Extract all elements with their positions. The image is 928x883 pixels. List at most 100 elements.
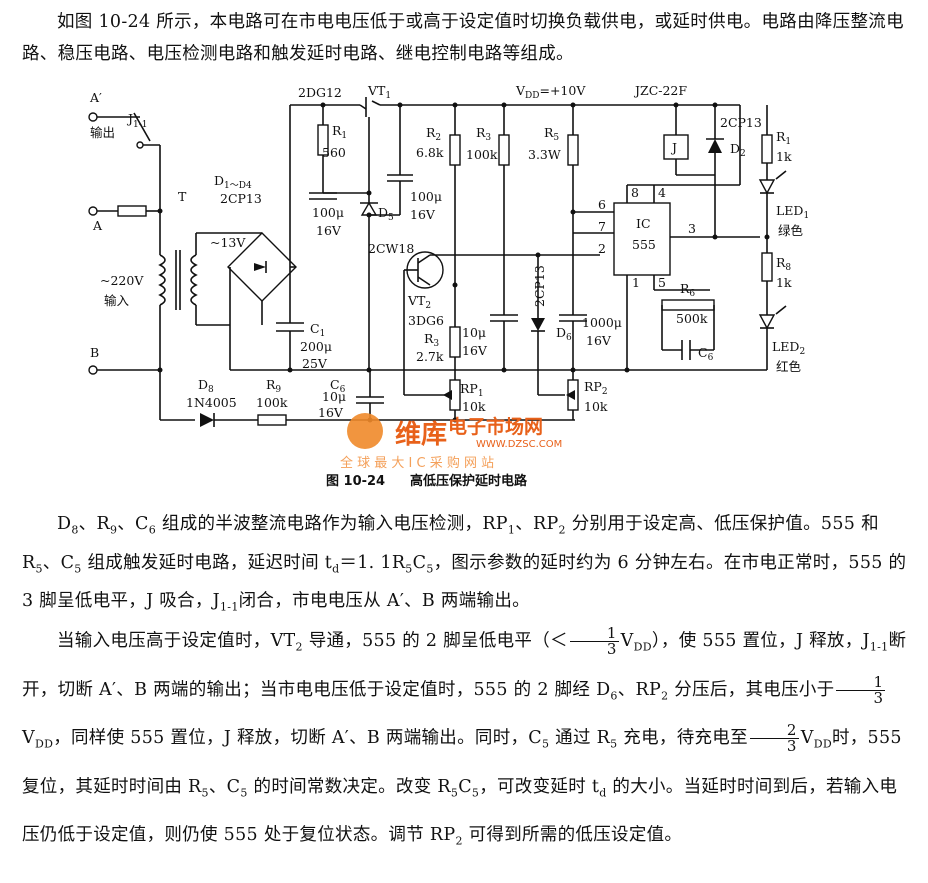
label-c1-v: 25V — [302, 356, 328, 371]
label-r4-val: 100k — [466, 147, 498, 162]
junction-dots — [287, 102, 770, 423]
label-led2-color: 红色 — [776, 359, 802, 374]
label-c6: C6 — [330, 377, 346, 395]
label-r5-val: 3.3W — [528, 147, 561, 162]
figure-caption-title: 高低压保护延时电路 — [410, 473, 528, 489]
label-c3-val: 100μ — [410, 189, 442, 204]
label-jzc: JZC-22F — [633, 83, 687, 98]
label-555: 555 — [632, 237, 656, 252]
label-d2-part: 2CP13 — [720, 115, 762, 130]
label-pin1: 1 — [632, 275, 640, 290]
label-2dg12: 2DG12 — [298, 85, 342, 100]
label-pin7: 7 — [598, 219, 606, 234]
label-c1-val: 200μ — [300, 339, 332, 354]
regulator-section — [290, 97, 740, 370]
label-vdd: VDD=+10V — [515, 83, 586, 101]
label-r2: R2 — [426, 125, 441, 143]
voltage-detect-section — [403, 105, 600, 420]
label-r6-val: 500k — [676, 311, 708, 326]
label-r7-val: 1k — [776, 149, 792, 164]
label-r3-val: 2.7k — [416, 349, 444, 364]
label-r8-val: 1k — [776, 275, 792, 290]
watermark-brand: 维库 — [395, 419, 447, 450]
watermark-url: WWW.DZSC.COM — [476, 439, 562, 450]
label-c1: C1 — [310, 321, 325, 339]
label-c6-right: C6 — [698, 345, 714, 363]
label-13v: ~13V — [210, 235, 246, 250]
label-r5: R5 — [544, 125, 559, 143]
label-d6: D6 — [556, 325, 572, 343]
label-d1d4-part: 2CP13 — [220, 191, 262, 206]
label-input: 输入 — [104, 293, 130, 308]
label-b: B — [90, 345, 99, 360]
label-r3: R3 — [424, 331, 439, 349]
label-1n4005: 1N4005 — [186, 395, 237, 410]
watermark-logo-icon — [347, 413, 383, 449]
label-r6: R6 — [680, 281, 695, 299]
watermark-brand-sub: 电子市场网 — [448, 415, 543, 438]
transformer-symbol — [158, 233, 198, 325]
label-pin2: 2 — [598, 241, 606, 256]
label-vt1: VT1 — [367, 83, 391, 101]
label-r4: R3 — [476, 125, 491, 143]
label-ic: IC — [636, 216, 651, 231]
ic-555-symbol — [613, 105, 760, 370]
label-rp2-val: 10k — [584, 399, 608, 414]
label-c2-v: 16V — [316, 223, 342, 238]
label-rp2: RP2 — [584, 379, 608, 397]
label-pin5: 5 — [658, 275, 666, 290]
half-wave-detector — [160, 370, 575, 427]
figure-caption-number: 图 10-24 — [326, 474, 385, 489]
label-c5-val: 1000μ — [582, 315, 622, 330]
label-r2-val: 6.8k — [416, 145, 444, 160]
label-d8: D8 — [198, 377, 214, 395]
label-j: J — [670, 140, 677, 155]
label-2cw18: 2CW18 — [368, 241, 414, 256]
label-r9: R9 — [266, 377, 281, 395]
label-c2-val: 100μ — [312, 205, 344, 220]
label-a: A — [92, 218, 103, 233]
label-rp1-val: 10k — [462, 399, 486, 414]
label-t: T — [178, 189, 187, 204]
label-c4-v: 16V — [462, 343, 488, 358]
input-section — [88, 112, 163, 420]
label-r8: R8 — [776, 255, 791, 273]
label-d1d4: D1～D4 — [214, 173, 252, 191]
label-c6-v: 16V — [318, 405, 344, 420]
paragraph-detection: D8、R9、C6 组成的半波整流电路作为输入电压检测，RP1、RP2 分别用于设… — [22, 514, 907, 614]
label-r1-val: 560 — [322, 145, 346, 160]
label-r7: R1 — [776, 129, 791, 147]
label-r9-val: 100k — [256, 395, 288, 410]
label-c3-v: 16V — [410, 207, 436, 222]
label-pin6: 6 — [598, 197, 606, 212]
label-r1: R1 — [332, 123, 347, 141]
label-a-prime: A′ — [89, 90, 102, 105]
label-led2: LED2 — [772, 339, 805, 357]
label-c4-val: 10μ — [462, 325, 486, 340]
label-c6-val: 10μ — [322, 389, 346, 404]
label-led1: LED1 — [776, 203, 809, 221]
label-pin3: 3 — [688, 221, 696, 236]
label-vt2: VT2 — [407, 293, 431, 311]
intro-paragraph: 如图 10-24 所示，本电路可在市电电压低于或高于设定值时切换负载供电，或延时… — [22, 12, 904, 64]
watermark-tagline: 全 球 最 大 I C 采 购 网 站 — [340, 455, 494, 471]
label-pin4: 4 — [658, 185, 666, 200]
label-led1-color: 绿色 — [778, 223, 804, 238]
label-d5: D5 — [378, 205, 394, 223]
relay-led-section — [625, 105, 787, 371]
label-3dg6: 3DG6 — [408, 313, 444, 328]
circuit-diagram: A′ 输出 J1-1 A B T ~220V 输入 ~13V D1～D4 2CP… — [88, 83, 809, 489]
watermark: 维库 电子市场网 WWW.DZSC.COM 全 球 最 大 I C 采 购 网 … — [340, 413, 562, 471]
bridge-rectifier — [196, 105, 304, 370]
label-j11: J1-1 — [126, 111, 148, 130]
fuse-symbol — [117, 205, 147, 217]
label-pin8: 8 — [631, 185, 639, 200]
label-c5-v: 16V — [586, 333, 612, 348]
label-d6-part: 2CP13 — [532, 265, 547, 307]
label-220v: ~220V — [100, 273, 144, 288]
label-output: 输出 — [90, 125, 115, 140]
